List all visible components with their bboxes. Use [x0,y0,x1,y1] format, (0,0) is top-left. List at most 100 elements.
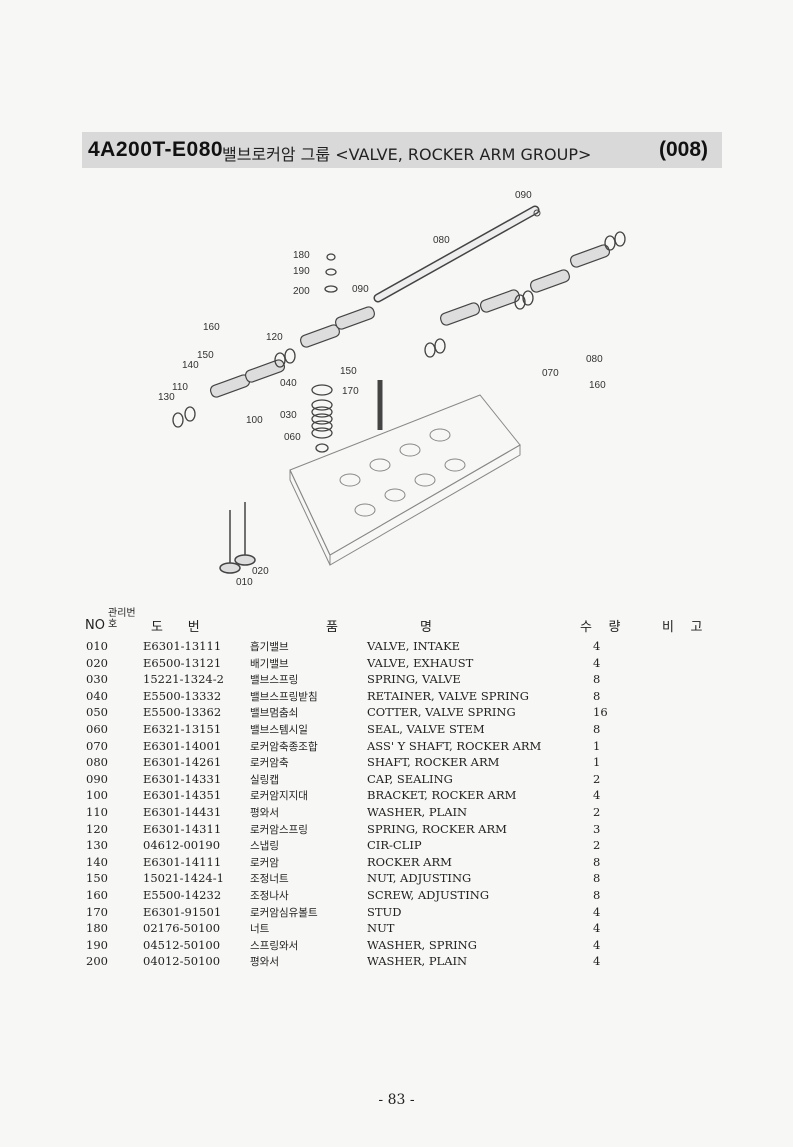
callout-label: 170 [342,386,359,397]
row-english-name: CAP, SEALING [367,771,453,786]
section-title-bar: 4A200T-E080 밸브로커암 그룹 <VALVE, ROCKER ARM … [82,132,722,168]
row-part-number: E5500-13362 [143,705,222,720]
row-quantity: 16 [593,705,608,720]
col-no-header: NO [85,618,105,633]
row-korean-name: 로커암지지대 [250,790,308,803]
row-no: 160 [86,888,108,902]
row-quantity: 2 [593,805,601,819]
row-english-name: SPRING, ROCKER ARM [367,821,507,836]
row-part-number: E6301-91501 [143,904,222,919]
row-quantity: 8 [593,688,601,703]
callout-label: 180 [293,250,310,261]
row-no: 150 [86,871,108,886]
row-part-number: E6301-14311 [143,821,222,836]
callout-label: 090 [352,284,369,295]
col-remark-header: 비 고 [662,620,703,635]
row-english-name: WASHER, SPRING [367,937,477,952]
callout-label: 010 [236,577,253,588]
exploded-parts-diagram: 090 080 180 190 200 090 160 120 150 140 … [158,190,626,588]
callout-label: 190 [293,266,310,277]
callout-label: 090 [515,190,532,201]
row-english-name: WASHER, PLAIN [367,954,468,969]
callout-label: 020 [252,566,269,577]
row-korean-name: 배기밸브 [250,657,289,670]
row-no: 100 [86,788,108,803]
row-no: 200 [86,954,108,969]
row-korean-name: 너트 [250,923,270,936]
row-quantity: 4 [593,655,601,670]
row-quantity: 1 [593,738,601,753]
row-no: 010 [86,639,108,653]
row-part-number: 15021-1424-1 [143,871,224,886]
row-korean-name: 평와서 [250,807,279,819]
row-english-name: VALVE, INTAKE [367,639,461,653]
row-part-number: E6301-14111 [143,854,222,869]
row-no: 050 [86,705,108,720]
row-part-number: 04012-50100 [143,954,221,969]
callout-label: 150 [197,350,214,361]
row-korean-name: 로커암축 [250,757,289,770]
row-quantity: 8 [593,871,601,886]
callout-label: 140 [182,360,199,371]
row-korean-name: 스프링와서 [250,939,299,952]
row-korean-name: 밸브스템시일 [250,724,308,736]
row-quantity: 3 [593,821,601,836]
row-quantity: 4 [593,937,601,952]
row-english-name: SEAL, VALVE STEM [367,722,485,736]
row-korean-name: 조정나사 [250,890,289,902]
row-part-number: E6301-14431 [143,805,222,819]
row-korean-name: 밸브멈춤쇠 [250,707,299,720]
row-part-number: 04512-50100 [143,937,221,952]
table-row: 100 E6301-14351 로커암지지대 BRACKET, ROCKER ARM 4 [0,788,793,805]
row-no: 190 [86,937,108,952]
row-korean-name: 흡기밸브 [250,641,289,653]
callout-label: 100 [246,415,263,426]
table-row: 190 04512-50100 스프링와서 WASHER, SPRING 4 [0,938,793,955]
row-no: 170 [86,904,108,919]
row-part-number: E6321-13151 [143,722,222,736]
callout-label: 060 [284,432,301,443]
row-korean-name: 로커암 [250,856,279,869]
callout-label: 200 [293,286,310,297]
row-korean-name: 밸브스프링 [250,674,299,687]
row-no: 020 [86,655,108,670]
row-english-name: WASHER, PLAIN [367,805,468,819]
row-english-name: CIR-CLIP [367,838,422,853]
row-part-number: E6301-14351 [143,788,222,803]
row-part-number: E5500-14232 [143,888,222,902]
page-number: - 83 - [378,1092,415,1108]
callout-label: 030 [280,410,297,421]
row-no: 110 [86,805,108,819]
row-no: 140 [86,854,108,869]
row-quantity: 1 [593,755,601,770]
row-english-name: RETAINER, VALVE SPRING [367,688,529,703]
callout-label: 080 [586,354,603,365]
callout-label: 120 [266,332,283,343]
row-part-number: E6301-14261 [143,755,222,770]
row-quantity: 8 [593,888,601,902]
group-number: (008) [658,138,708,161]
col-name-header-a: 품 [326,620,338,635]
callout-label: 080 [433,235,450,246]
col-mgmt-header: 관리번호 [108,608,136,630]
row-part-number: E6301-13111 [143,639,222,653]
row-quantity: 4 [593,904,601,919]
row-english-name: SCREW, ADJUSTING [367,888,490,902]
row-english-name: SHAFT, ROCKER ARM [367,755,500,770]
table-row: 160 E5500-14232 조정나사 SCREW, ADJUSTING 8 [0,888,793,905]
row-no: 080 [86,755,108,770]
col-name-header-b: 명 [420,620,432,635]
callout-label: 130 [158,392,175,403]
row-quantity: 4 [593,788,601,803]
row-english-name: SPRING, VALVE [367,672,461,687]
row-no: 180 [86,921,108,936]
row-english-name: BRACKET, ROCKER ARM [367,788,517,803]
